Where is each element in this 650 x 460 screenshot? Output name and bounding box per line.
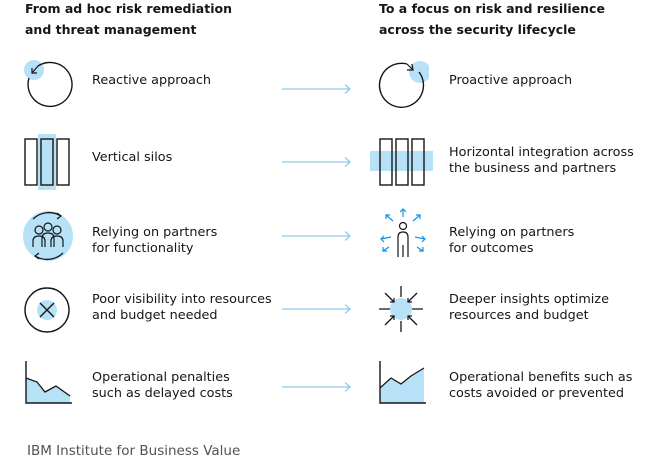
poor-visibility-icon [21, 284, 73, 336]
rising-area-chart-icon [377, 360, 429, 412]
comparison-row-visibility: Poor visibility into resources and budge… [0, 284, 650, 344]
reactive-cycle-icon [21, 58, 73, 110]
proactive-cycle-icon [377, 58, 429, 110]
partner-outcomes-label: Relying on partners for outcomes [449, 225, 575, 256]
poor-visibility-label: Poor visibility into resources and budge… [92, 292, 272, 323]
deeper-insights-label: Deeper insights optimize resources and b… [449, 292, 609, 323]
transition-arrow [282, 80, 352, 94]
transition-arrow [282, 227, 352, 241]
comparison-row-partners: Relying on partners for functionality Re… [0, 207, 650, 267]
partners-group-icon [21, 207, 73, 261]
horizontal-integration-label: Horizontal integration across the busine… [449, 145, 634, 176]
operational-penalties-label: Operational penalties such as delayed co… [92, 370, 233, 401]
comparison-row-operational: Operational penalties such as delayed co… [0, 360, 650, 420]
transition-arrow [282, 153, 352, 167]
vertical-silos-icon [21, 134, 73, 190]
vertical-silos-label: Vertical silos [92, 150, 173, 165]
partners-functionality-label: Relying on partners for functionality [92, 225, 218, 256]
transition-arrow [282, 378, 352, 392]
reactive-approach-label: Reactive approach [92, 73, 212, 88]
comparison-row-silos: Vertical silos Horizontal integration ac… [0, 134, 650, 194]
declining-area-chart-icon [23, 360, 75, 412]
transition-arrow [282, 300, 352, 314]
partner-outcomes-icon [377, 207, 429, 259]
horizontal-integration-icon [370, 134, 433, 186]
from-column-title: From ad hoc risk remediation and threat … [25, 1, 232, 37]
operational-benefits-label: Operational benefits such as costs avoid… [449, 370, 633, 401]
deeper-insights-icon [377, 284, 429, 336]
source-credit: IBM Institute for Business Value [27, 443, 241, 459]
to-column-title: To a focus on risk and resilience across… [379, 1, 605, 37]
comparison-row-reactive: Reactive approach Proactive approach [0, 58, 650, 118]
proactive-approach-label: Proactive approach [449, 73, 573, 88]
